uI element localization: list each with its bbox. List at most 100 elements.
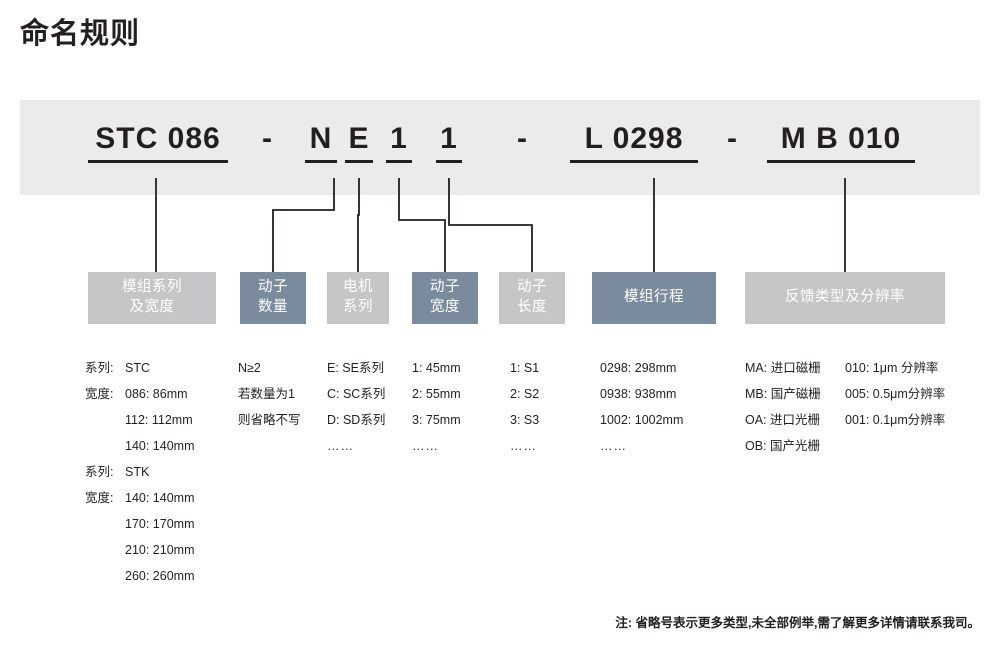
spec-line: OA: 进口光栅 <box>745 407 821 433</box>
spec-column-mover-length: 1: S1 2: S2 3: S3 …… <box>510 355 539 459</box>
spec-line: N≥2 <box>238 355 301 381</box>
spec-column-mover-width: 1: 45mm 2: 55mm 3: 75mm …… <box>412 355 461 459</box>
spec-line: 则省略不写 <box>238 407 301 433</box>
spec-value: 170: 170mm <box>125 517 195 531</box>
code-segment: L 0298 <box>570 122 698 163</box>
code-segment: 1 <box>436 122 462 163</box>
spec-value: 005: 0.5μm分辨率 <box>845 387 946 401</box>
spec-label: 宽度: <box>85 387 114 401</box>
category-box: 模组系列及宽度 <box>88 272 216 324</box>
spec-value: C: SC系列 <box>327 387 386 401</box>
spec-line: 若数量为1 <box>238 381 301 407</box>
category-box-label: 模组系列及宽度 <box>122 279 182 315</box>
spec-line: 0938: 938mm <box>600 381 683 407</box>
spec-value: 1: 45mm <box>412 361 461 375</box>
spec-column-resolution: 010: 1μm 分辨率 005: 0.5μm分辨率 001: 0.1μm分辨率 <box>845 355 945 433</box>
spec-value: …… <box>327 439 354 453</box>
spec-line: …… <box>600 433 683 459</box>
spec-value: 1002: 1002mm <box>600 413 684 427</box>
spec-value: 3: 75mm <box>412 413 461 427</box>
spec-column-module-series: 系列: STC 宽度: 086: 86mm 112: 112mm 140: 140mm 系列… <box>85 355 194 589</box>
spec-value: 210: 210mm <box>125 543 195 557</box>
spec-column-motor-series: E: SE系列 C: SC系列 D: SD系列 …… <box>327 355 385 459</box>
spec-value: 1: S1 <box>510 361 540 375</box>
category-box-label: 模组行程 <box>624 289 684 306</box>
spec-line: 2: S2 <box>510 381 539 407</box>
spec-value: 若数量为1 <box>238 387 295 401</box>
spec-value: 则省略不写 <box>238 413 301 427</box>
spec-value: …… <box>412 439 439 453</box>
code-segment: M B 010 <box>767 122 915 163</box>
spec-line: 3: 75mm <box>412 407 461 433</box>
spec-line: 010: 1μm 分辨率 <box>845 355 945 381</box>
code-separator-dash: - <box>517 122 527 155</box>
spec-value: 086: 86mm <box>125 387 188 401</box>
spec-value: N≥2 <box>238 361 261 375</box>
spec-column-feedback-type: MA: 进口磁栅 MB: 国产磁栅 OA: 进口光栅 OB: 国产光栅 <box>745 355 821 459</box>
spec-line: 1002: 1002mm <box>600 407 683 433</box>
spec-line: 系列:STK <box>85 459 194 485</box>
spec-value: OA: 进口光栅 <box>745 413 821 427</box>
spec-line: MB: 国产磁栅 <box>745 381 821 407</box>
spec-value: 0298: 298mm <box>600 361 677 375</box>
spec-column-mover-count: N≥2 若数量为1 则省略不写 <box>238 355 301 433</box>
code-segment: N <box>305 122 337 163</box>
spec-value: MA: 进口磁栅 <box>745 361 821 375</box>
category-box-label: 反馈类型及分辨率 <box>785 289 905 306</box>
category-box: 模组行程 <box>592 272 716 324</box>
spec-line: 005: 0.5μm分辨率 <box>845 381 945 407</box>
spec-line: 0298: 298mm <box>600 355 683 381</box>
spec-value: 140: 140mm <box>125 491 195 505</box>
category-box: 动子数量 <box>240 272 306 324</box>
spec-label: 宽度: <box>85 491 114 505</box>
spec-line: 1: S1 <box>510 355 539 381</box>
category-box: 反馈类型及分辨率 <box>745 272 945 324</box>
category-box-label: 动子长度 <box>517 279 547 315</box>
code-separator-dash: - <box>262 122 272 155</box>
footnote: 注: 省略号表示更多类型,未全部例举,需了解更多详情请联系我司。 <box>615 616 980 630</box>
page-title: 命名规则 <box>20 18 141 50</box>
spec-label: 系列: <box>85 465 114 479</box>
spec-value: …… <box>600 439 627 453</box>
code-segment: 1 <box>386 122 412 163</box>
spec-line: MA: 进口磁栅 <box>745 355 821 381</box>
spec-line: 1: 45mm <box>412 355 461 381</box>
spec-line: …… <box>412 433 461 459</box>
spec-line: …… <box>327 433 385 459</box>
spec-value: 140: 140mm <box>125 439 195 453</box>
category-box: 动子长度 <box>499 272 565 324</box>
category-box: 电机系列 <box>327 272 389 324</box>
spec-line: 宽度: 086: 86mm <box>85 381 194 407</box>
spec-value: 3: S3 <box>510 413 540 427</box>
spec-line: 112: 112mm <box>85 407 194 433</box>
spec-value: E: SE系列 <box>327 361 384 375</box>
spec-value: OB: 国产光栅 <box>745 439 821 453</box>
spec-value: STC <box>125 361 150 375</box>
spec-line: 170: 170mm <box>85 511 194 537</box>
category-box-label: 动子宽度 <box>430 279 460 315</box>
spec-value: 2: S2 <box>510 387 540 401</box>
spec-line: D: SD系列 <box>327 407 385 433</box>
spec-value: 0938: 938mm <box>600 387 677 401</box>
spec-line: …… <box>510 433 539 459</box>
spec-line: 2: 55mm <box>412 381 461 407</box>
spec-line: E: SE系列 <box>327 355 385 381</box>
spec-value: …… <box>510 439 537 453</box>
category-box-label: 电机系列 <box>343 279 373 315</box>
spec-line: 210: 210mm <box>85 537 194 563</box>
code-segment: E <box>345 122 373 163</box>
spec-value: 260: 260mm <box>125 569 195 583</box>
spec-value: MB: 国产磁栅 <box>745 387 821 401</box>
spec-line: 宽度: 140: 140mm <box>85 485 194 511</box>
spec-value: 112: 112mm <box>125 413 193 427</box>
spec-line: C: SC系列 <box>327 381 385 407</box>
category-box-label: 动子数量 <box>258 279 288 315</box>
spec-value: 001: 0.1μm分辨率 <box>845 413 946 427</box>
spec-label: 系列: <box>85 361 114 375</box>
code-separator-dash: - <box>727 122 737 155</box>
spec-line: 3: S3 <box>510 407 539 433</box>
spec-line: OB: 国产光栅 <box>745 433 821 459</box>
spec-value: D: SD系列 <box>327 413 386 427</box>
